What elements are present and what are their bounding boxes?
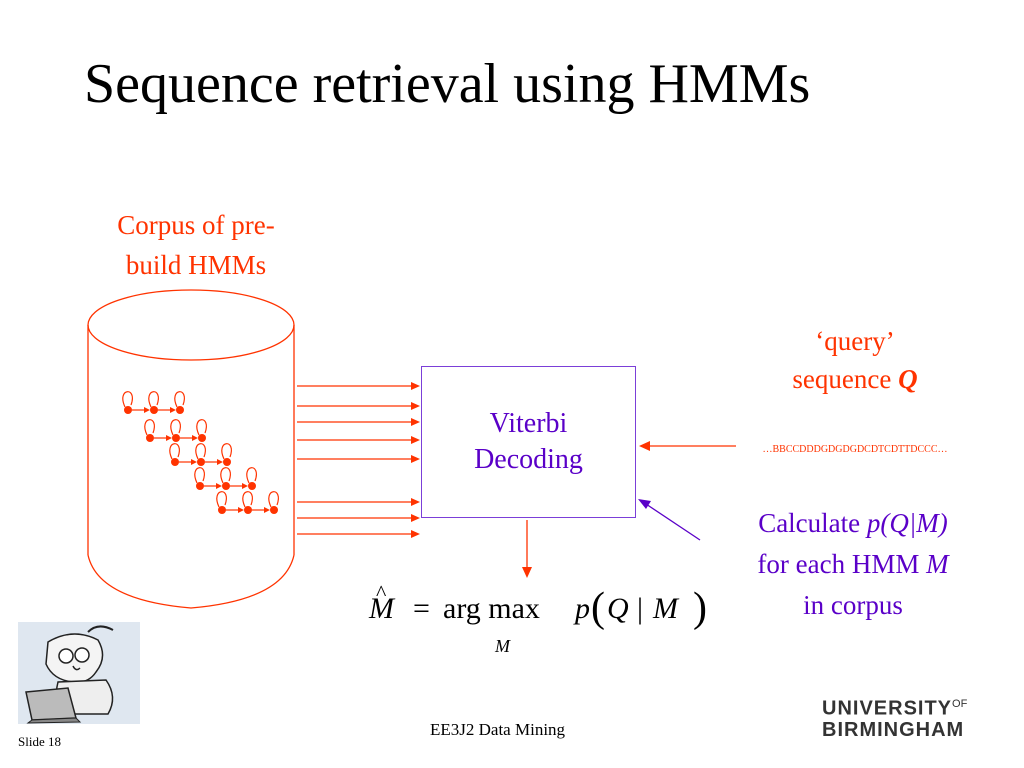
self-loop-arrow (170, 419, 181, 436)
self-loop-arrow (221, 443, 232, 460)
transition-arrow-head (170, 407, 176, 413)
calc-expression: p(Q|M) (866, 508, 948, 538)
self-loop-arrow (246, 467, 257, 484)
calc-arrow (638, 499, 701, 541)
calculate-label: Calculate p(Q|M) for each HMM M in corpu… (722, 503, 984, 626)
hmm-state (146, 434, 154, 442)
transition-arrow-head (166, 435, 172, 441)
viterbi-line1: Viterbi (489, 408, 568, 439)
page-title: Sequence retrieval using HMMs (84, 53, 811, 115)
hmm-state (270, 506, 278, 514)
formula-arg-q: Q (607, 592, 629, 625)
viterbi-line2: Decoding (474, 444, 583, 475)
query-symbol: Q (898, 364, 918, 394)
viterbi-decoding-box: Viterbi Decoding (421, 366, 636, 518)
self-loop-arrow (148, 391, 159, 408)
corpus-label: Corpus of pre- build HMMs (76, 205, 316, 285)
transition-arrow-head (264, 507, 270, 513)
self-loop-arrow (220, 467, 231, 484)
query-label-line1: ‘query’ (815, 326, 895, 356)
calc-line3: in corpus (803, 590, 903, 620)
logo-line2: BIRMINGHAM (822, 718, 965, 741)
hmm-chain (216, 491, 279, 514)
hmm-state (223, 458, 231, 466)
hmm-state (248, 482, 256, 490)
self-loop-arrow (216, 491, 227, 508)
calc-line2: for each HMM M (722, 544, 984, 585)
hmm-chain (194, 467, 257, 490)
self-loop-arrow (174, 391, 185, 408)
self-loop-arrow (169, 443, 180, 460)
cartoon-person-at-laptop-icon (18, 622, 140, 724)
transition-arrow-head (144, 407, 150, 413)
calc-line2-prefix: for each HMM (757, 549, 920, 579)
hmm-chain (144, 419, 207, 442)
logo-line1: UNIVERSITY (822, 697, 953, 720)
transition-arrow-head (242, 483, 248, 489)
hmm-state (244, 506, 252, 514)
formula-close-paren: ) (693, 585, 707, 631)
slide-number: Slide 18 (18, 734, 61, 749)
corpus-to-viterbi-arrows (297, 385, 418, 535)
footer-course: EE3J2 Data Mining (430, 720, 566, 739)
hmm-state (176, 406, 184, 414)
hmm-state (197, 458, 205, 466)
transition-arrow-head (216, 483, 222, 489)
formula-hat: ^ (376, 580, 387, 605)
hmm-state (124, 406, 132, 414)
hmm-state (171, 458, 179, 466)
transition-arrow-head (238, 507, 244, 513)
query-arrow (639, 441, 736, 451)
logo-of: OF (952, 698, 968, 710)
hmm-chains (122, 391, 279, 514)
hmm-state (218, 506, 226, 514)
formula-arg-m: M (653, 592, 678, 625)
transition-arrow-head (217, 459, 223, 465)
output-arrow (522, 520, 532, 578)
calc-line1: Calculate p(Q|M) (722, 503, 984, 544)
hmm-chain (169, 443, 232, 466)
calc-line2-symbol: M (926, 549, 949, 579)
formula-func: p (575, 592, 590, 625)
hmm-chain (122, 391, 185, 414)
self-loop-arrow (242, 491, 253, 508)
argmax-formula: M ^ = arg max M p ( Q | M ) (363, 580, 713, 670)
calc-prefix: Calculate (758, 508, 861, 538)
self-loop-arrow (268, 491, 279, 508)
transition-arrow-head (191, 459, 197, 465)
corpus-cylinder (87, 289, 295, 609)
self-loop-arrow (196, 419, 207, 436)
hmm-state (150, 406, 158, 414)
hmm-state (172, 434, 180, 442)
hmm-state (222, 482, 230, 490)
formula-subscript: M (495, 636, 510, 656)
formula-operator: arg max (443, 592, 540, 625)
self-loop-arrow (122, 391, 133, 408)
formula-equals: = (413, 592, 430, 625)
hmm-state (196, 482, 204, 490)
university-logo: UNIVERSITYOF BIRMINGHAM (822, 694, 967, 741)
corpus-label-line2: build HMMs (125, 250, 267, 280)
corpus-label-line1: Corpus of pre- (117, 210, 275, 240)
corpus-arrow-heads (411, 382, 420, 538)
self-loop-arrow (194, 467, 205, 484)
query-label-line2: sequence Q (740, 360, 970, 398)
query-label: ‘query’ sequence Q (740, 322, 970, 398)
transition-arrow-head (192, 435, 198, 441)
self-loop-arrow (144, 419, 155, 436)
query-sequence: …BBCCDDDGDGDGDCDTCDTTDCCC… (762, 444, 948, 455)
formula-lhs: M (369, 592, 394, 625)
formula-bar: | (637, 592, 644, 625)
formula-open-paren: ( (591, 585, 605, 631)
hmm-state (198, 434, 206, 442)
self-loop-arrow (195, 443, 206, 460)
query-label-prefix: sequence (792, 364, 892, 394)
